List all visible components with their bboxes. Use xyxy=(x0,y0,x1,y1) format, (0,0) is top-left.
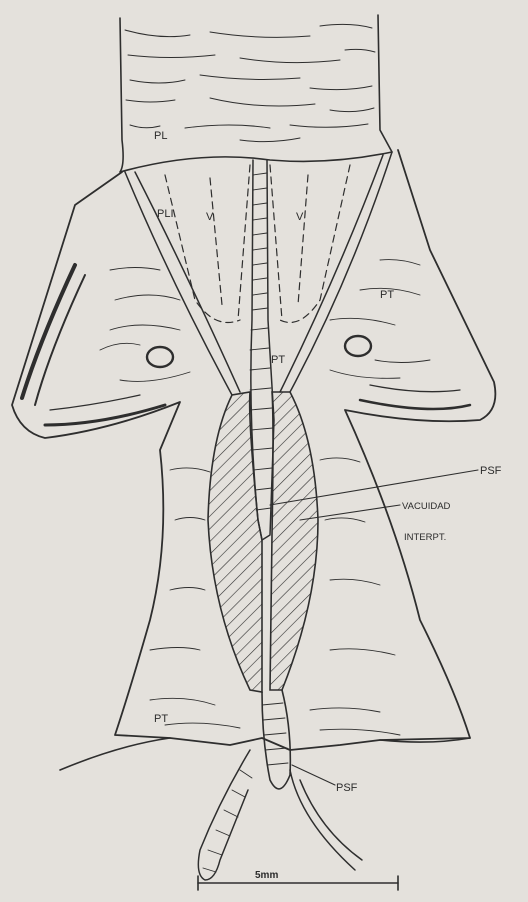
label-pt-lower: PT xyxy=(154,713,168,725)
upper-vertebra-pl xyxy=(120,15,392,172)
label-v-left: V xyxy=(206,211,214,223)
label-psf-lower: PSF xyxy=(336,782,358,794)
label-pli: PLI xyxy=(157,208,174,220)
lower-vertebra xyxy=(60,458,470,880)
left-foramen xyxy=(147,347,173,367)
label-pl: PL xyxy=(154,130,167,142)
label-vacuidad: VACUIDAD xyxy=(402,501,451,512)
scale-bar-label: 5mm xyxy=(255,870,278,881)
label-psf-upper: PSF xyxy=(480,465,502,477)
scale-bar: 5mm xyxy=(198,870,398,890)
right-foramen xyxy=(345,336,371,356)
label-pt-right: PT xyxy=(380,289,394,301)
upper-vertebra-striations xyxy=(125,24,375,141)
labels: PL PLI V V PT PT PSF VACUIDAD INTERPT. P… xyxy=(154,130,502,794)
interspinous-vacancy xyxy=(208,392,318,692)
label-interpt: INTERPT. xyxy=(404,532,446,543)
psf-lower-leader xyxy=(292,765,335,785)
label-pt-center: PT xyxy=(271,354,285,366)
label-v-right: V xyxy=(296,211,304,223)
lamina-lines xyxy=(125,152,392,395)
